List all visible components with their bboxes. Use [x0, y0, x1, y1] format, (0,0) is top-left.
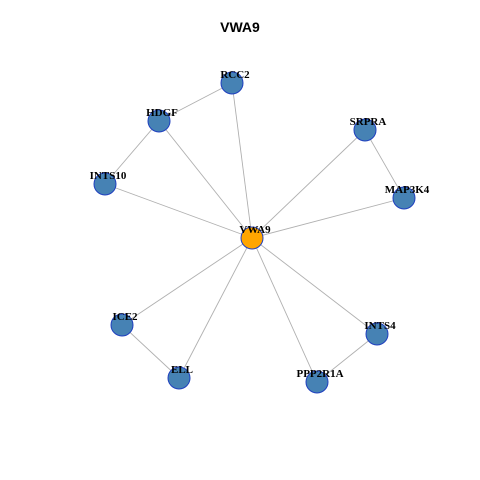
node-label-ell: ELL — [171, 364, 193, 376]
edge-ints4-ppp2r1a — [316, 333, 378, 383]
node-vwa9 — [240, 226, 264, 250]
edge-vwa9-srpra — [251, 129, 366, 239]
edge-hdgf-ints10 — [104, 120, 160, 185]
edges-layer — [104, 82, 405, 383]
edge-vwa9-ice2 — [121, 237, 253, 326]
node-rcc2 — [220, 71, 244, 95]
node-label-rcc2: RCC2 — [220, 69, 250, 81]
edge-vwa9-rcc2 — [231, 82, 253, 239]
node-label-vwa9: VWA9 — [239, 224, 271, 236]
node-label-ints10: INTS10 — [90, 170, 127, 182]
node-label-ppp2r1a: PPP2R1A — [296, 368, 343, 380]
node-ppp2r1a — [305, 370, 329, 394]
nodes-layer — [93, 71, 416, 394]
edge-srpra-map3k4 — [364, 129, 405, 199]
node-ints4 — [365, 322, 389, 346]
edge-vwa9-hdgf — [158, 120, 253, 239]
node-ell — [167, 366, 191, 390]
node-label-ice2: ICE2 — [112, 311, 138, 323]
node-label-hdgf: HDGF — [146, 107, 178, 119]
edge-vwa9-ppp2r1a — [251, 237, 318, 383]
node-hdgf — [147, 109, 171, 133]
edge-vwa9-ints4 — [251, 237, 378, 335]
diagram-title: VWA9 — [220, 19, 260, 35]
node-label-map3k4: MAP3K4 — [385, 184, 430, 196]
edge-vwa9-ints10 — [104, 183, 253, 239]
edge-vwa9-ell — [178, 237, 253, 379]
node-ints10 — [93, 172, 117, 196]
node-srpra — [353, 118, 377, 142]
node-ice2 — [110, 313, 134, 337]
edge-vwa9-map3k4 — [251, 197, 405, 239]
edge-ice2-ell — [121, 324, 180, 379]
node-label-srpra: SRPRA — [350, 116, 387, 128]
node-map3k4 — [392, 186, 416, 210]
edge-rcc2-hdgf — [158, 82, 233, 122]
node-label-ints4: INTS4 — [364, 320, 396, 332]
